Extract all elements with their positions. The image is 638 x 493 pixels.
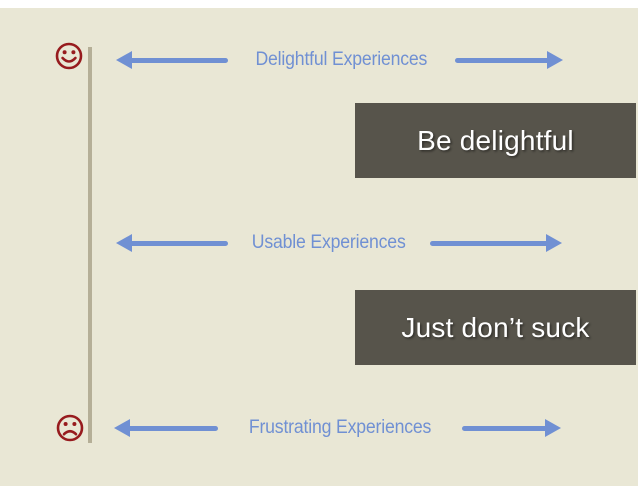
label-frustrating-text: Frustrating Experiences xyxy=(248,417,432,438)
emotion-axis-line xyxy=(88,47,92,443)
callout-just-dont-suck-text: Just don’t suck xyxy=(401,311,590,343)
label-delightful-experiences: Delightful Experiences xyxy=(228,48,455,72)
callout-be-delightful: Be delightful xyxy=(355,103,636,178)
right-arrow-delightful xyxy=(455,51,563,69)
label-usable-text: Usable Experiences xyxy=(252,232,406,253)
smiley-face-icon xyxy=(54,41,84,71)
left-arrow-frustrating xyxy=(114,419,218,437)
label-delightful-text: Delightful Experiences xyxy=(255,49,428,70)
slide-canvas: Delightful Experiences Be delightful Usa… xyxy=(0,8,638,486)
right-arrow-frustrating xyxy=(462,419,561,437)
callout-be-delightful-text: Be delightful xyxy=(417,124,574,156)
label-usable-experiences: Usable Experiences xyxy=(228,231,430,255)
right-arrow-usable xyxy=(430,234,562,252)
sad-face-icon xyxy=(55,413,85,443)
label-frustrating-experiences: Frustrating Experiences xyxy=(218,416,462,440)
callout-just-dont-suck: Just don’t suck xyxy=(355,290,636,365)
left-arrow-usable xyxy=(116,234,228,252)
left-arrow-delightful xyxy=(116,51,228,69)
